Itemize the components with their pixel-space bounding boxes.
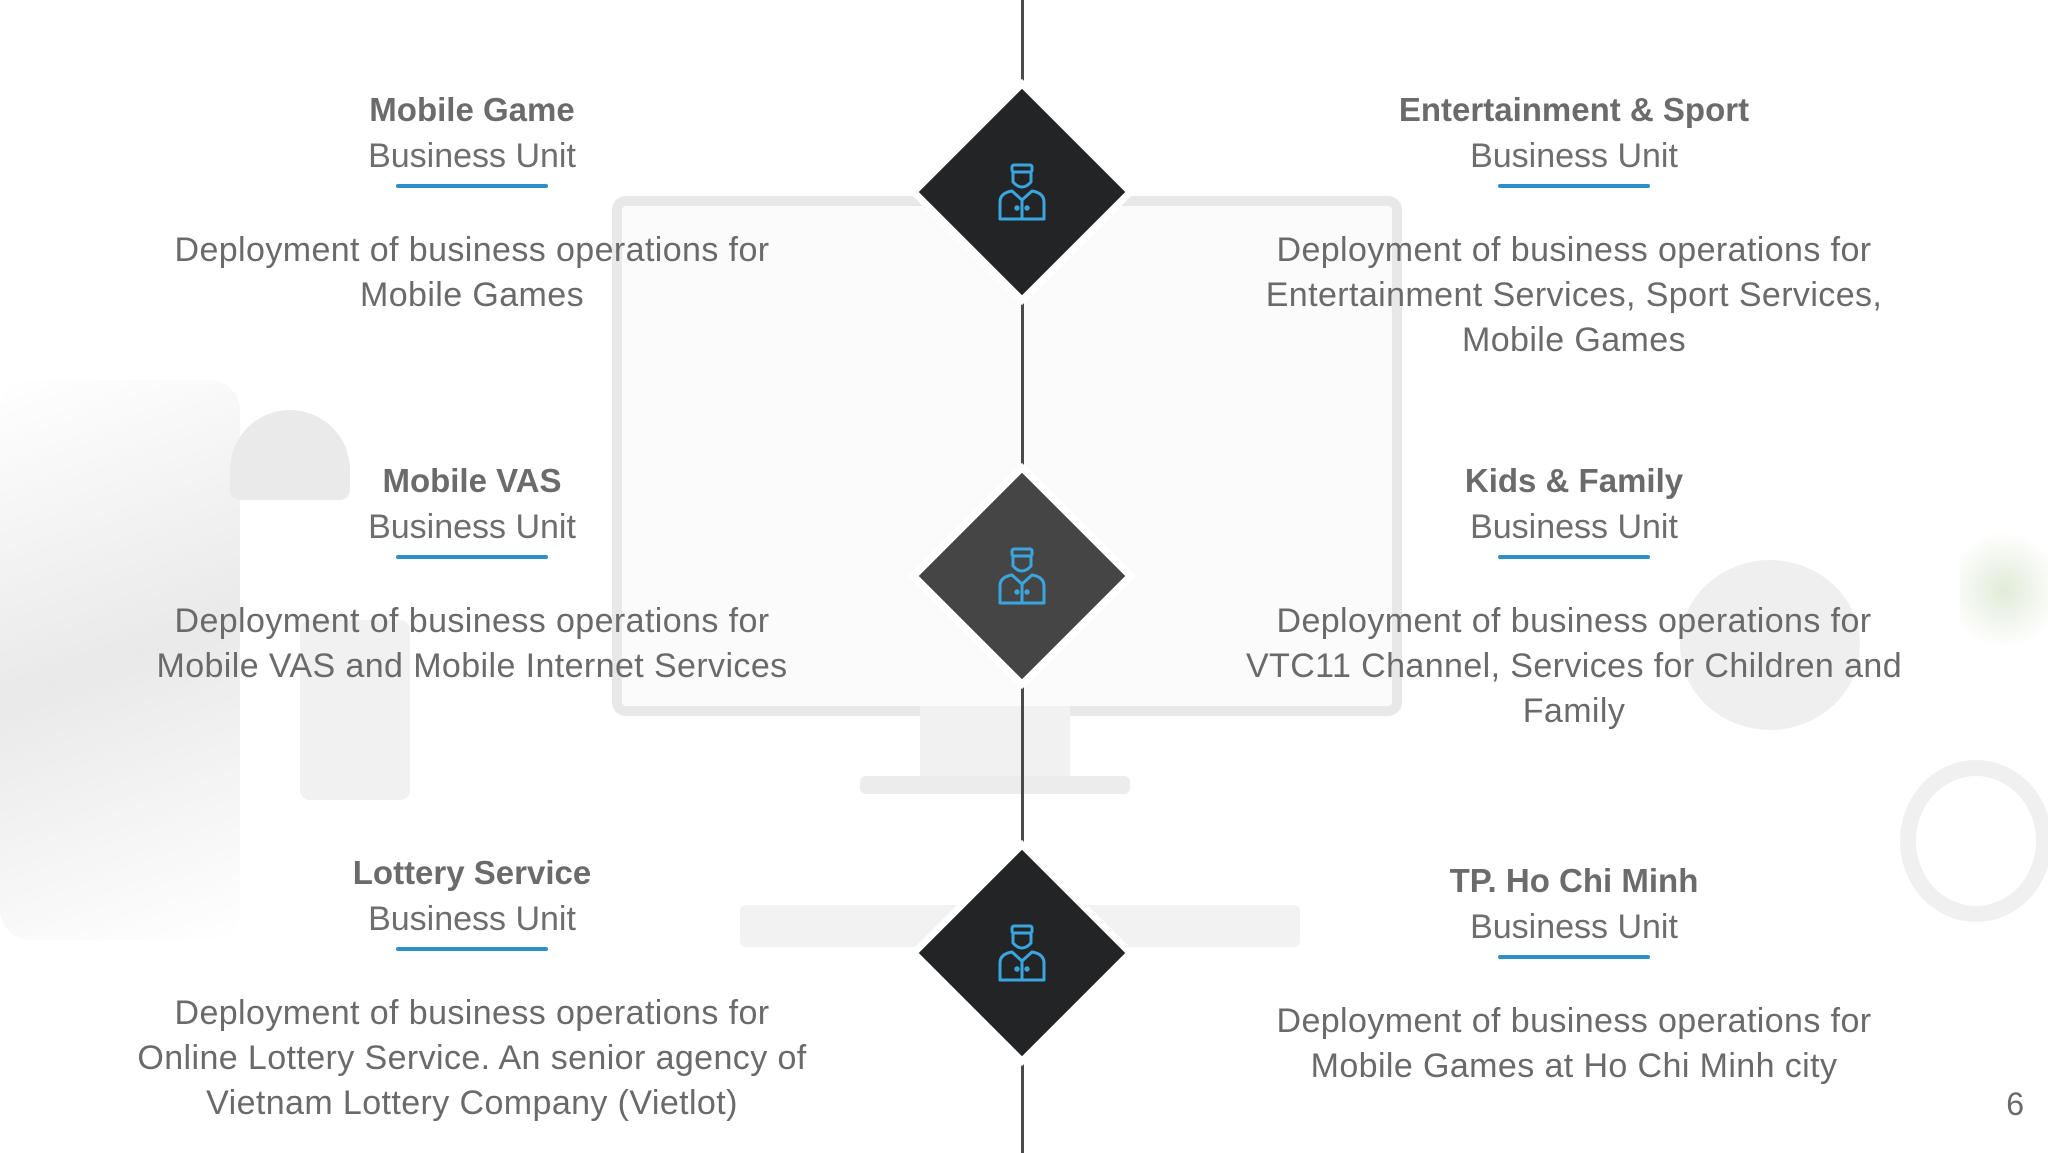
- entry-description: Deployment of business operations for On…: [137, 994, 807, 1122]
- business-unit-lottery-service: Lottery Service Business Unit Deployment…: [92, 853, 852, 1126]
- background-monitor-base: [860, 776, 1130, 794]
- entry-title: Lottery Service: [352, 854, 592, 891]
- entry-title: TP. Ho Chi Minh: [1449, 862, 1699, 899]
- entry-subtitle: Business Unit: [368, 900, 576, 938]
- business-unit-mobile-vas: Mobile VAS Business Unit Deployment of b…: [92, 461, 852, 689]
- accent-underline: [1498, 555, 1650, 559]
- staff-person-icon: [998, 547, 1046, 605]
- staff-person-icon: [998, 163, 1046, 221]
- entry-subtitle: Business Unit: [1470, 508, 1678, 546]
- page-number: 6: [2006, 1086, 2024, 1122]
- entry-subtitle: Business Unit: [1470, 908, 1678, 946]
- business-unit-kids-family: Kids & Family Business Unit Deployment o…: [1194, 461, 1954, 734]
- accent-underline: [396, 184, 548, 188]
- entry-subtitle: Business Unit: [1470, 137, 1678, 175]
- entry-subtitle: Business Unit: [368, 508, 576, 546]
- entry-title: Mobile VAS: [382, 462, 562, 499]
- business-unit-mobile-game: Mobile Game Business Unit Deployment of …: [92, 90, 852, 318]
- entry-title: Entertainment & Sport: [1398, 91, 1750, 128]
- business-unit-entertainment-sport: Entertainment & Sport Business Unit Depl…: [1194, 90, 1954, 363]
- entry-title: Kids & Family: [1464, 462, 1684, 499]
- business-unit-ho-chi-minh: TP. Ho Chi Minh Business Unit Deployment…: [1194, 861, 1954, 1089]
- entry-description: Deployment of business operations for Mo…: [156, 602, 788, 685]
- accent-underline: [1498, 955, 1650, 959]
- entry-description: Deployment of business operations for Mo…: [174, 231, 770, 314]
- background-plant: [1960, 520, 2048, 660]
- entry-description: Deployment of business operations for VT…: [1245, 602, 1903, 730]
- accent-underline: [396, 555, 548, 559]
- entry-subtitle: Business Unit: [368, 137, 576, 175]
- background-monitor-stand: [920, 706, 1070, 776]
- staff-person-icon: [998, 924, 1046, 982]
- accent-underline: [396, 947, 548, 951]
- accent-underline: [1498, 184, 1650, 188]
- entry-title: Mobile Game: [369, 91, 575, 128]
- entry-description: Deployment of business operations for Mo…: [1276, 1002, 1872, 1085]
- entry-description: Deployment of business operations for En…: [1265, 231, 1883, 359]
